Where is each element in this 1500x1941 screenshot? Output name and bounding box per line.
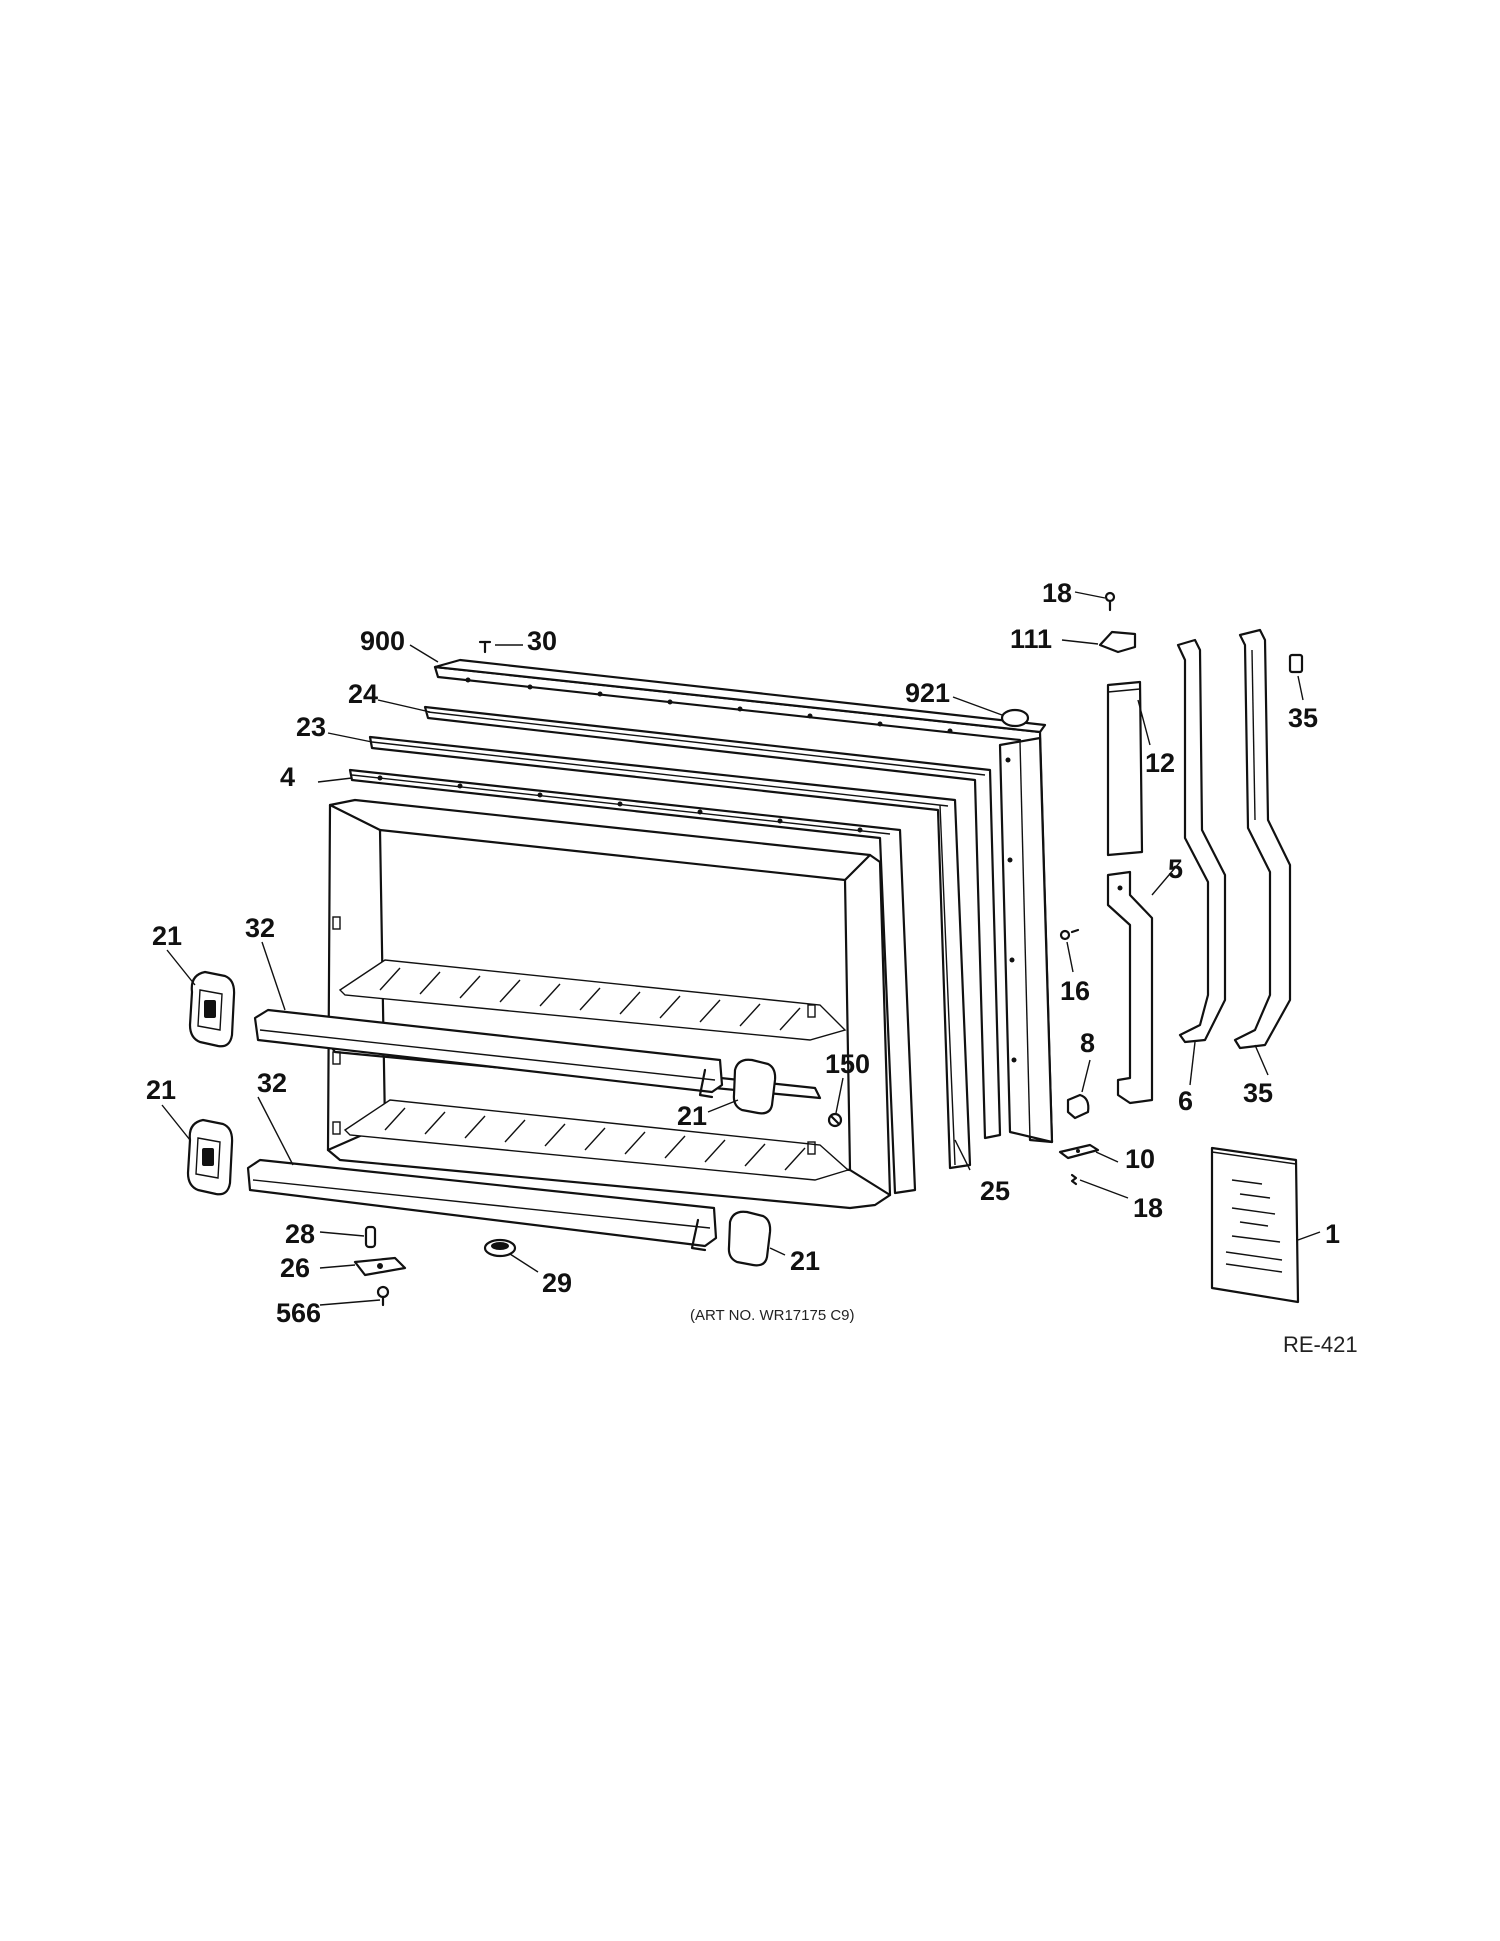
label-10: 10 bbox=[1125, 1144, 1155, 1174]
door-shelf-bar-upper bbox=[253, 1008, 724, 1099]
label-150: 150 bbox=[825, 1049, 870, 1079]
part-16-bushing bbox=[1059, 928, 1080, 941]
label-8: 8 bbox=[1080, 1028, 1095, 1058]
label-1: 1 bbox=[1325, 1219, 1340, 1249]
shelf-end-cap-upper-left bbox=[188, 970, 236, 1048]
label-28: 28 bbox=[285, 1219, 315, 1249]
label-21-upper-left: 21 bbox=[152, 921, 182, 951]
label-25: 25 bbox=[980, 1176, 1010, 1206]
label-16: 16 bbox=[1060, 976, 1090, 1006]
label-35-top: 35 bbox=[1288, 703, 1318, 733]
label-21-lower-left: 21 bbox=[146, 1075, 176, 1105]
door-gasket-23 bbox=[368, 735, 972, 1170]
label-21-bottom-right: 21 bbox=[790, 1246, 820, 1276]
label-900: 900 bbox=[360, 626, 405, 656]
part-1-installation-booklet bbox=[1210, 1146, 1300, 1304]
label-29: 29 bbox=[542, 1268, 572, 1298]
shelf-end-cap-lower-left bbox=[186, 1118, 234, 1196]
shelf-end-cap-bottom-right bbox=[727, 1210, 772, 1267]
label-35-bottom: 35 bbox=[1243, 1078, 1273, 1108]
part-26-hinge-plate bbox=[353, 1256, 407, 1277]
part-30-screw bbox=[478, 640, 492, 654]
door-shelf-bar-lower bbox=[246, 1158, 718, 1252]
part-18-screw-top bbox=[1104, 591, 1116, 612]
part-18-screw-bottom bbox=[1070, 1173, 1078, 1186]
door-outer-panel bbox=[433, 658, 1054, 1144]
part-921-plug bbox=[1000, 708, 1030, 728]
part-150-screw bbox=[827, 1112, 843, 1128]
label-4: 4 bbox=[280, 762, 295, 792]
label-18-top: 18 bbox=[1042, 578, 1072, 608]
shelf-end-cap-center bbox=[732, 1058, 777, 1115]
label-21-center: 21 bbox=[677, 1101, 707, 1131]
label-6: 6 bbox=[1178, 1086, 1193, 1116]
part-5-hinge-bracket bbox=[1106, 870, 1154, 1105]
art-number-caption: (ART NO. WR17175 C9) bbox=[690, 1307, 855, 1324]
label-921: 921 bbox=[905, 678, 950, 708]
part-8-hinge-pin bbox=[1066, 1093, 1090, 1120]
label-111: 111 bbox=[1010, 624, 1052, 654]
door-liner bbox=[326, 798, 892, 1210]
part-29-plug bbox=[483, 1238, 517, 1258]
leader-lines bbox=[161, 591, 1321, 1306]
label-32-lower: 32 bbox=[257, 1068, 287, 1098]
door-breaker-strip-4 bbox=[348, 768, 917, 1195]
label-23: 23 bbox=[296, 712, 326, 742]
label-5: 5 bbox=[1168, 854, 1183, 884]
label-30: 30 bbox=[527, 626, 557, 656]
label-26: 26 bbox=[280, 1253, 310, 1283]
part-12-handle-trim bbox=[1106, 680, 1144, 857]
callout-labels: 18 111 900 30 24 23 4 921 12 35 5 16 8 6… bbox=[146, 578, 1340, 1328]
door-gasket-24 bbox=[423, 705, 1002, 1140]
part-35-handle-cover bbox=[1233, 628, 1292, 1050]
reference-code: RE-421 bbox=[1283, 1332, 1358, 1357]
part-566-screw bbox=[376, 1285, 390, 1307]
label-18-bottom: 18 bbox=[1133, 1193, 1163, 1223]
part-28-pin bbox=[364, 1225, 377, 1249]
part-111-hinge-cap bbox=[1098, 630, 1137, 654]
label-566: 566 bbox=[276, 1298, 321, 1328]
label-32-upper: 32 bbox=[245, 913, 275, 943]
label-12: 12 bbox=[1145, 748, 1175, 778]
label-24: 24 bbox=[348, 679, 378, 709]
part-35-small-cap bbox=[1288, 653, 1304, 674]
part-6-handle bbox=[1176, 638, 1227, 1044]
part-10-hinge bbox=[1058, 1143, 1100, 1160]
